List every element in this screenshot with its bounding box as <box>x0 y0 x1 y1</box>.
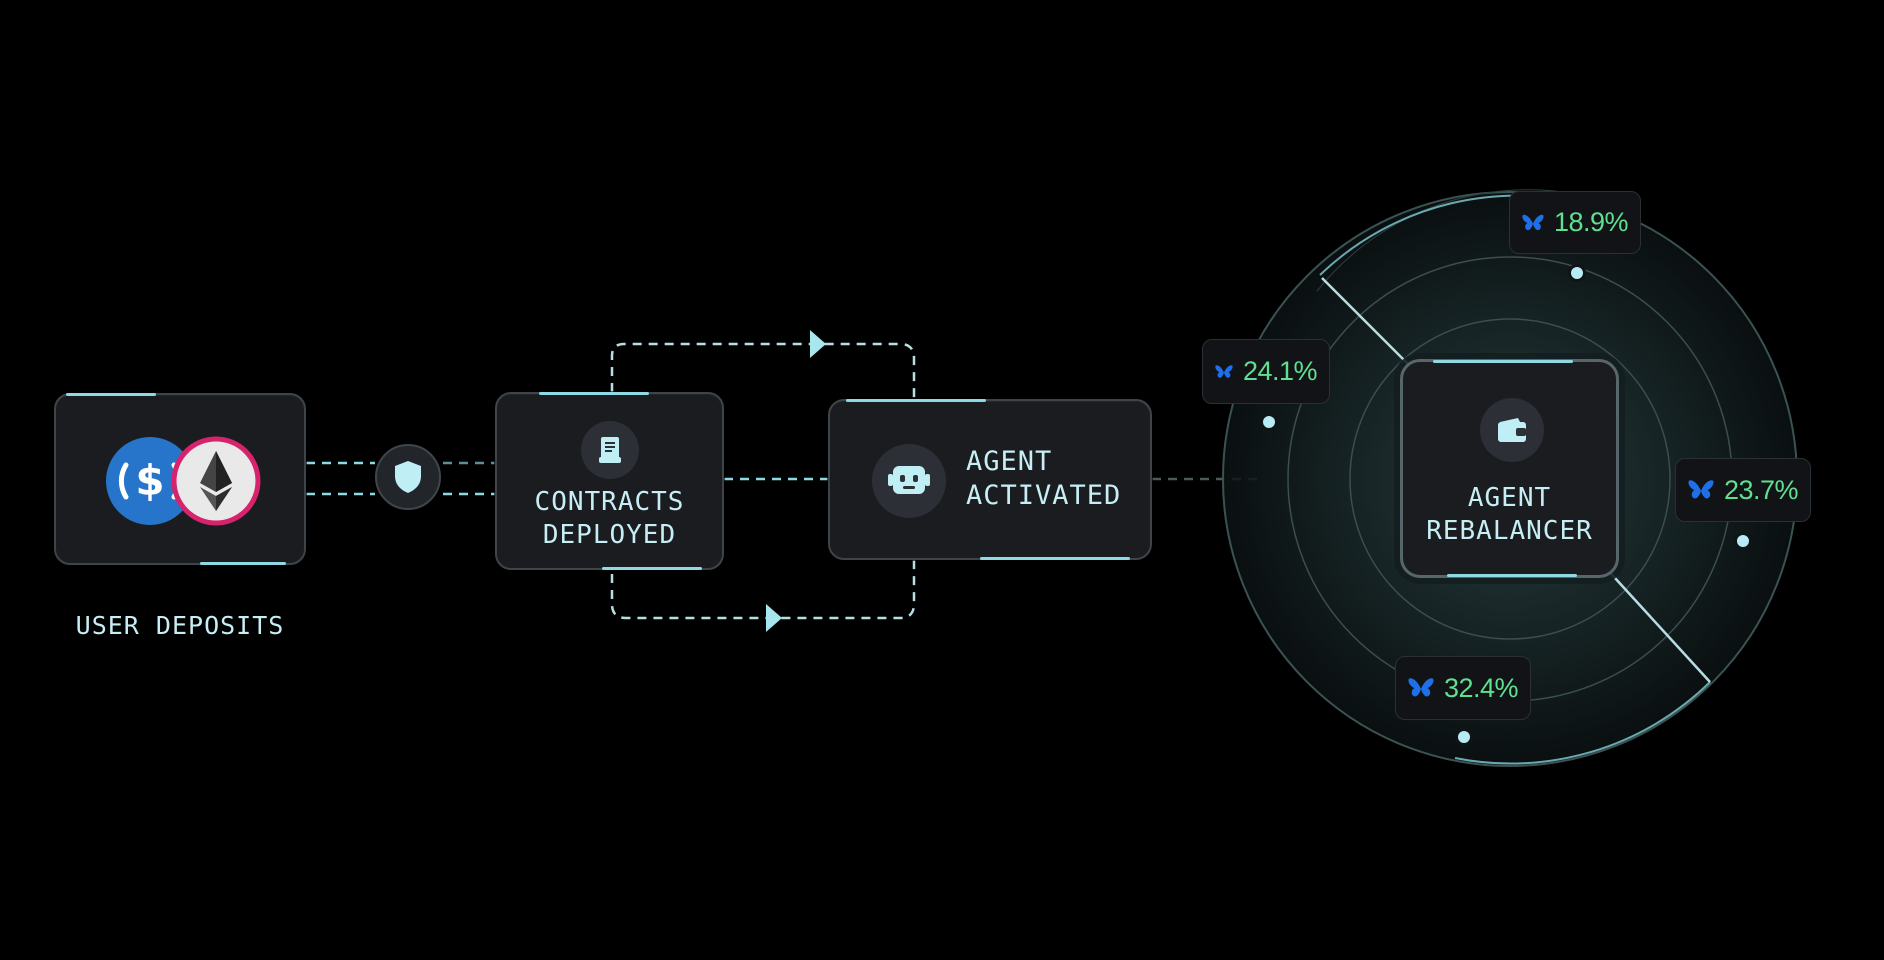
rebalancer-icon-badge <box>1480 398 1544 462</box>
user-deposits-card: $ <box>54 393 306 565</box>
allocation-percent: 18.9% <box>1553 207 1629 237</box>
allocation-dot <box>1734 532 1752 550</box>
usdc-coin-icon: $ <box>106 437 194 525</box>
contracts-label-line1: CONTRACTS <box>534 487 685 517</box>
butterfly-icon <box>1215 364 1233 378</box>
agent-label-line1: AGENT <box>966 446 1053 477</box>
security-node <box>375 444 441 510</box>
contract-connector-lines <box>610 342 916 620</box>
allocation-percent: 23.7% <box>1723 474 1799 505</box>
card-highlight <box>846 399 986 402</box>
allocation-pill: 32.4% <box>1395 656 1531 720</box>
agent-icon-badge <box>872 444 946 518</box>
user-deposits-label: USER DEPOSITS <box>75 611 285 640</box>
agent-activated-label: AGENT ACTIVATED <box>966 445 1121 513</box>
contracts-deployed-card: CONTRACTS DEPLOYED <box>495 392 724 570</box>
contracts-icon-badge <box>581 421 639 479</box>
butterfly-icon <box>1408 678 1434 697</box>
card-highlight <box>602 567 702 570</box>
rebalancer-label-line2: REBALANCER <box>1426 515 1593 546</box>
butterfly-icon <box>1522 214 1544 230</box>
agent-activated-card: AGENT ACTIVATED <box>828 399 1152 560</box>
svg-text:$: $ <box>135 456 164 505</box>
rebalancer-label-line1: AGENT <box>1467 483 1552 513</box>
deposit-connector-lines <box>306 461 495 496</box>
agent-label-line2: ACTIVATED <box>966 479 1122 511</box>
allocation-percent: 32.4% <box>1443 672 1519 703</box>
rebalancer-label: AGENT REBALANCER <box>1403 482 1616 547</box>
butterfly-icon <box>1688 480 1714 499</box>
allocation-pill: 23.7% <box>1675 458 1811 522</box>
allocation-pill: 18.9% <box>1509 191 1641 254</box>
contracts-label-line2: DEPLOYED <box>542 519 677 550</box>
card-highlight <box>1447 574 1577 577</box>
card-highlight <box>66 393 156 396</box>
contracts-deployed-label: CONTRACTS DEPLOYED <box>497 486 722 551</box>
ethereum-coin-icon <box>171 436 261 526</box>
robot-icon <box>888 466 930 494</box>
agent-rebalancer-card: AGENT REBALANCER <box>1400 359 1619 578</box>
allocation-dot <box>1568 264 1586 282</box>
allocation-percent: 24.1% <box>1242 356 1318 386</box>
allocation-pill: 24.1% <box>1202 339 1330 404</box>
card-highlight <box>1433 360 1573 363</box>
flow-arrow-top <box>810 330 826 358</box>
document-icon <box>599 437 621 463</box>
allocation-dot <box>1455 728 1473 746</box>
wallet-icon <box>1498 418 1526 442</box>
card-highlight <box>200 562 286 565</box>
card-highlight <box>539 392 649 395</box>
flow-arrow-bottom <box>766 604 782 632</box>
card-highlight <box>980 557 1130 560</box>
allocation-dot <box>1260 413 1278 431</box>
shield-icon <box>395 461 421 493</box>
